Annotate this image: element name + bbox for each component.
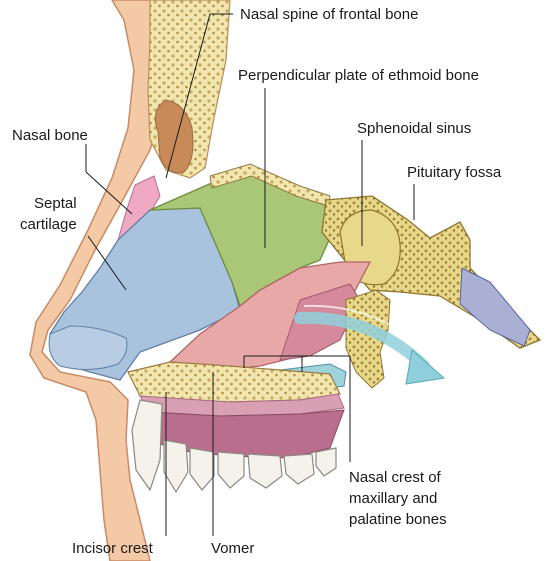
label-nasal-crest-line2: maxillary and [349,490,437,507]
label-nasal-crest-line1: Nasal crest of [349,469,442,486]
teeth [131,399,337,494]
canine-tooth [163,439,189,494]
molar-tooth-3 [315,447,337,477]
label-septal-cartilage-line2: cartilage [20,216,77,233]
airflow-arrow-streak [303,304,393,327]
label-nasal-bone: Nasal bone [12,127,88,144]
leader-lines [85,13,415,536]
clivus [459,267,531,347]
label-nasal-crest-line3: palatine bones [349,511,447,528]
airflow-arrow-head [405,349,446,385]
face-skin [29,0,179,561]
label-sphenoidal-sinus: Sphenoidal sinus [357,120,471,137]
label-nasal-spine: Nasal spine of frontal bone [240,6,418,23]
premolar-tooth-2 [217,451,245,489]
molar-tooth-2 [283,453,315,485]
label-pituitary-fossa: Pituitary fossa [407,164,502,181]
label-septal-cartilage-line1: Septal [34,195,77,212]
label-vomer: Vomer [211,540,254,557]
label-perpendicular-plate: Perpendicular plate of ethmoid bone [238,67,479,84]
molar-tooth-1 [247,453,283,489]
frontal-sinus [154,99,194,174]
incisor-tooth [131,399,163,492]
alar-cartilage [48,325,128,370]
premolar-tooth-1 [189,447,215,491]
pterygoid-process [345,289,391,389]
label-incisor-crest: Incisor crest [72,540,154,557]
